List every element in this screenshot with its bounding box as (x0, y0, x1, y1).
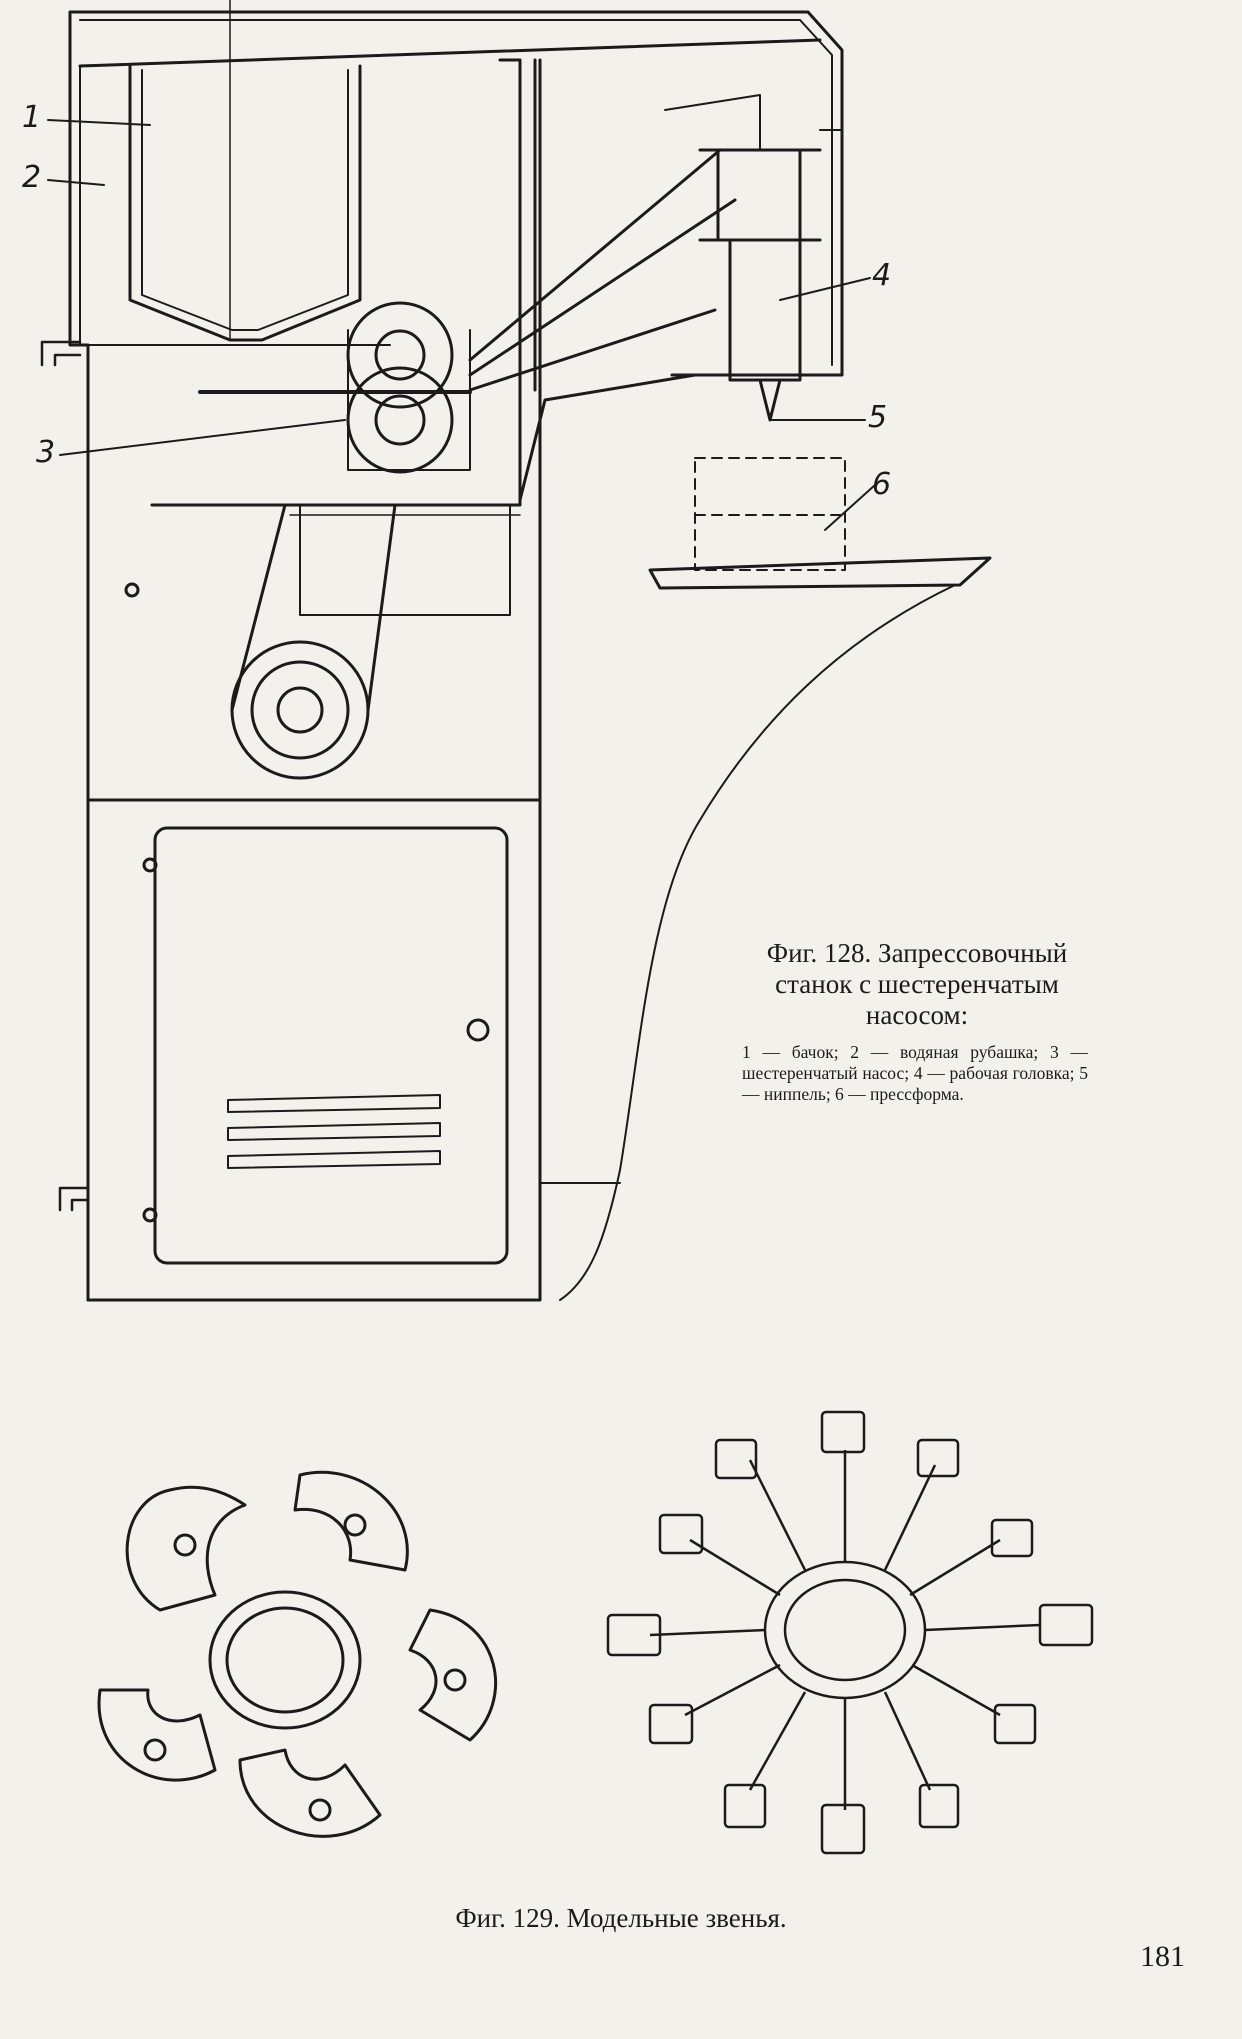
figure-128-legend: 1 — бачок; 2 — водяная рубашка; 3 — шест… (742, 1042, 1088, 1104)
callout-2: 2 (22, 160, 42, 195)
figure-128-caption: Фиг. 128. Запрессовочный станок с шестер… (766, 938, 1068, 1030)
model-links-cluster (97, 1470, 498, 1838)
callout-4: 4 (872, 258, 892, 293)
callout-6: 6 (872, 467, 892, 502)
machine-drawing (40, 0, 992, 1302)
callout-1: 1 (22, 100, 42, 135)
callout-3: 3 (36, 435, 56, 470)
model-links-star (606, 1410, 1094, 1855)
page-number: 181 (1140, 1940, 1185, 1973)
callout-5: 5 (868, 400, 888, 435)
model-links-drawing (97, 1410, 1094, 1855)
figure-129-caption: Фиг. 129. Модельные звенья. (455, 1903, 787, 1933)
